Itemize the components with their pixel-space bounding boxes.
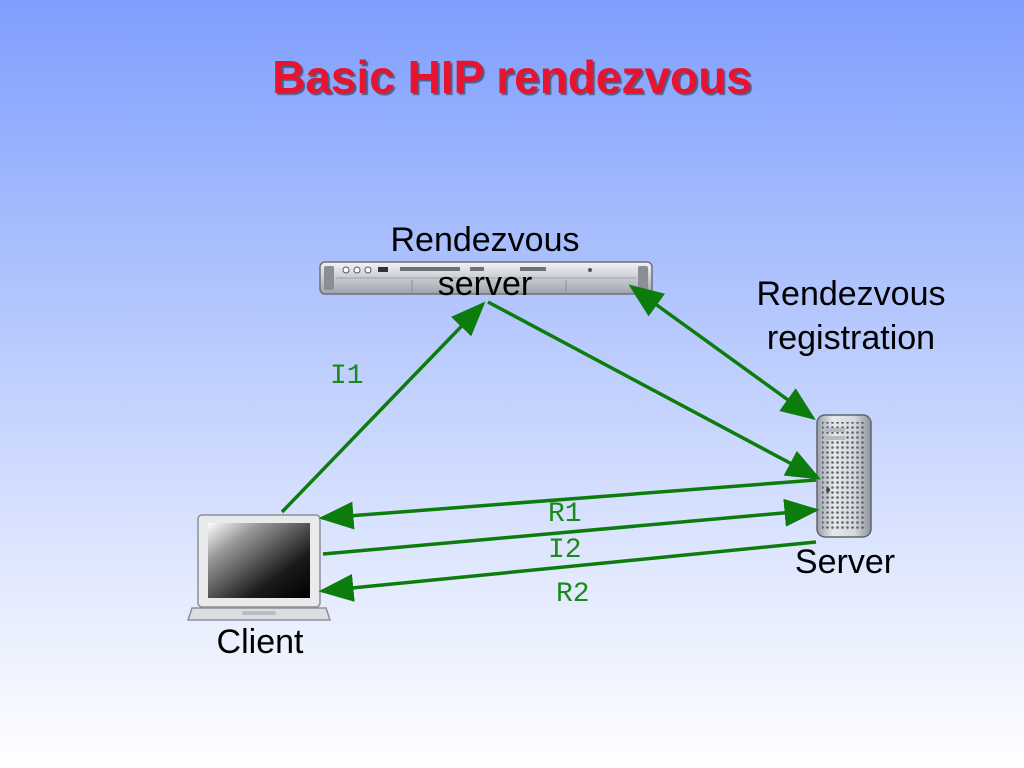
arrow-rendezvous-registration — [628, 284, 816, 421]
message-r1-label: R1 — [548, 499, 582, 530]
laptop-icon — [186, 514, 332, 621]
rack-server-icon — [319, 261, 653, 295]
arrow-i1-client-to-rendezvous — [280, 301, 486, 514]
client-label: Client — [216, 623, 304, 661]
message-r2-label: R2 — [556, 579, 590, 610]
server-label: Server — [794, 543, 896, 581]
arrow-i2 — [322, 498, 820, 556]
rendezvous-server-label: Rendezvous server — [390, 221, 580, 303]
slide-title: Basic HIP rendezvous — [272, 51, 752, 103]
tower-server-icon — [816, 414, 872, 538]
arrow-r2 — [318, 540, 817, 602]
message-i1-label: I1 — [330, 361, 364, 392]
arrows — [280, 284, 822, 602]
arrow-r1 — [318, 478, 817, 530]
rendezvous-registration-label: Rendezvous registration — [756, 275, 946, 357]
message-i2-label: I2 — [548, 535, 582, 566]
